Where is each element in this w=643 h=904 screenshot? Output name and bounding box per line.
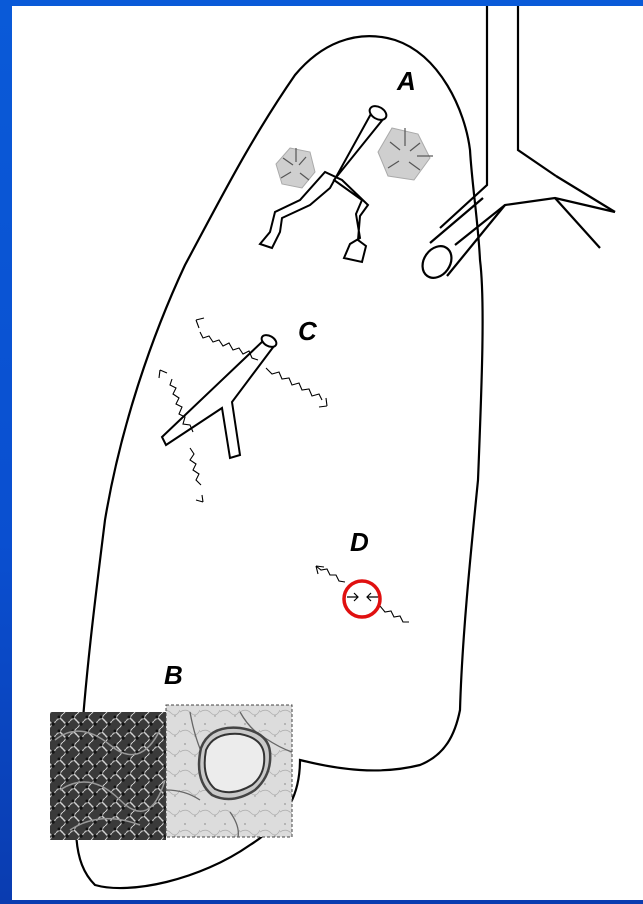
micrograph-tem (166, 705, 292, 837)
bronchus-c (162, 333, 278, 458)
alveolus-d (316, 566, 409, 622)
alveolus-highlight-ring (344, 581, 380, 617)
label-d: D (350, 527, 369, 557)
label-a: A (396, 66, 416, 96)
collapse-particle-a1 (276, 148, 315, 188)
collapse-particle-a2 (378, 128, 433, 180)
label-b: B (164, 660, 183, 690)
micrograph-sem (50, 712, 166, 840)
label-c: C (298, 316, 318, 346)
trachea (417, 6, 615, 283)
bronchus-a (260, 103, 389, 262)
